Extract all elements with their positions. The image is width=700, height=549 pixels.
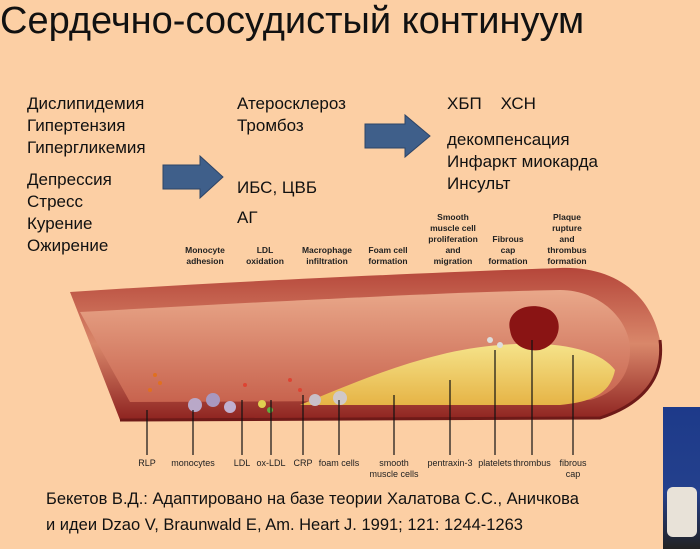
stage-label: Smooth muscle cell proliferation and mig… xyxy=(428,212,478,266)
stage-label: Monocyte adhesion xyxy=(185,245,225,266)
marker-lines xyxy=(146,340,574,455)
risk-factor: Ожирение xyxy=(27,236,109,255)
risk-factor: Гипергликемия xyxy=(27,138,146,157)
risk-factor: Гипертензия xyxy=(27,116,126,135)
disease-column: Атеросклероз Тромбоз ИБС, ЦВБ АГ xyxy=(237,93,346,229)
marker-label: CRP xyxy=(293,458,313,468)
citation-line: Бекетов В.Д.: Адаптировано на базе теори… xyxy=(46,490,579,508)
risk-factor: Курение xyxy=(27,214,93,233)
marker-label: LDL xyxy=(233,458,251,468)
disease-item: ИБС, ЦВБ xyxy=(237,178,317,197)
risk-factors-column: Дислипидемия Гипертензия Гипергликемия Д… xyxy=(27,93,146,257)
arrow-1-icon xyxy=(162,154,224,200)
stage-label: LDL oxidation xyxy=(246,245,284,266)
marker-label: RLP xyxy=(138,458,156,468)
risk-factor: Дислипидемия xyxy=(27,94,145,113)
disease-item: АГ xyxy=(237,208,258,227)
artery-outline xyxy=(119,339,663,422)
outcome-item: Инсульт xyxy=(447,174,511,193)
thrombus xyxy=(509,306,559,351)
disease-item: Тромбоз xyxy=(237,116,304,135)
marker-label: platelets xyxy=(478,458,512,468)
marker-label: foam cells xyxy=(318,458,360,468)
risk-factor: Стресс xyxy=(27,192,83,211)
marker-label: ox-LDL xyxy=(256,458,286,468)
stage-label: Macrophage infiltration xyxy=(301,245,353,266)
arrow-2-icon xyxy=(364,113,431,159)
outcome-column: ХБП ХСН декомпенсация Инфаркт миокарда И… xyxy=(447,93,598,195)
stage-label: Fibrous cap formation xyxy=(488,234,528,266)
slide-title: Сердечно-сосудистый континуум xyxy=(0,0,585,42)
citation-line: и идеи Dzao V, Braunwald E, Am. Heart J.… xyxy=(46,516,523,534)
stage-label: Plaque rupture and thrombus formation xyxy=(547,212,587,266)
outcome-item: Инфаркт миокарда xyxy=(447,152,598,171)
marker-label: monocytes xyxy=(171,458,215,468)
marker-label: pentraxin-3 xyxy=(427,458,473,468)
marker-label: thrombus xyxy=(513,458,551,468)
outcome-item: декомпенсация xyxy=(447,130,570,149)
marker-label: smooth muscle cells xyxy=(369,458,419,479)
outcome-item: ХБП ХСН xyxy=(447,94,536,113)
webcam-video-thumbnail[interactable] xyxy=(663,407,700,549)
stage-label: Foam cell formation xyxy=(368,245,408,266)
risk-factor: Депрессия xyxy=(27,170,112,189)
marker-label: fibrous cap xyxy=(559,458,587,479)
disease-item: Атеросклероз xyxy=(237,94,346,113)
plaque xyxy=(300,343,615,405)
